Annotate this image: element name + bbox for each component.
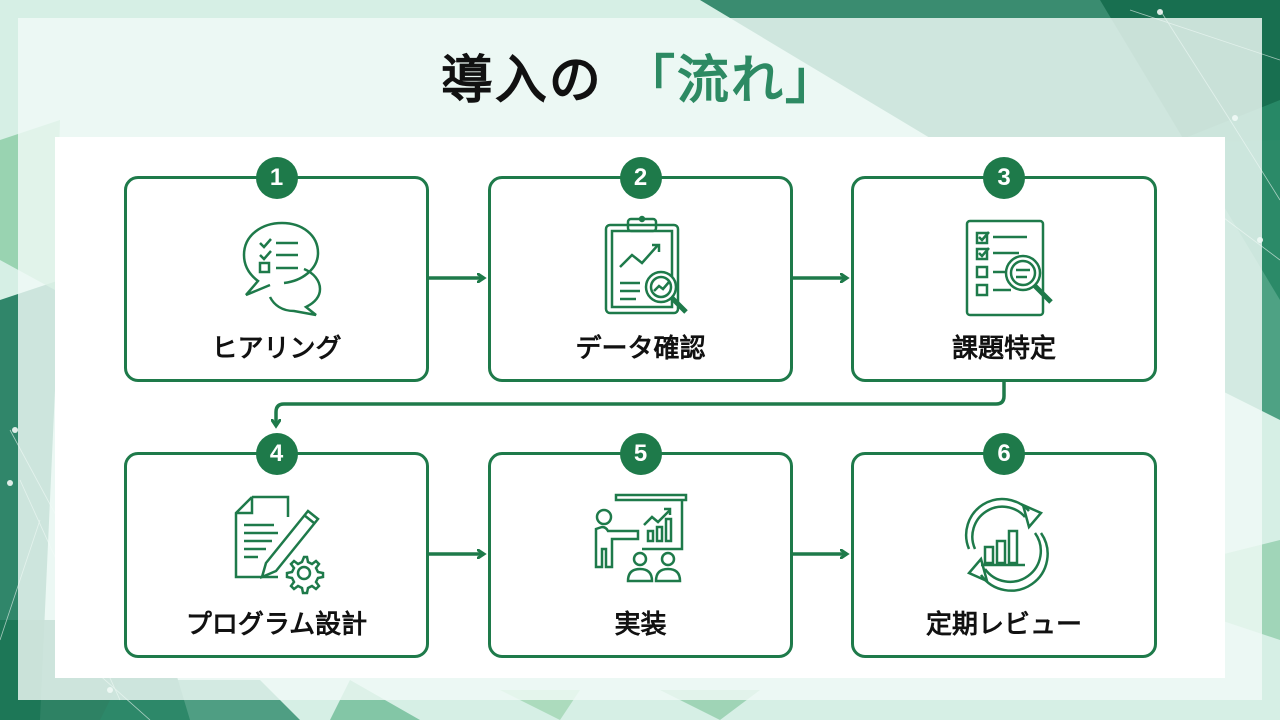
step-number-badge: 4 <box>255 433 298 475</box>
step-card-6: 6 定期レビュー <box>851 433 1157 658</box>
document-pencil-gear-icon <box>234 495 324 595</box>
step-number-badge: 5 <box>619 433 662 475</box>
step-number-badge: 1 <box>255 157 298 199</box>
clipboard-chart-magnifier-icon <box>604 215 688 315</box>
step-label: プログラム設計 <box>185 610 368 640</box>
step-card-3: 3 課題特定 <box>851 157 1157 382</box>
title-main: 導入の <box>440 51 603 111</box>
cycle-bar-chart-icon <box>964 497 1049 592</box>
presentation-audience-icon <box>594 493 687 583</box>
step-card-4: 4 プログラム設計 <box>124 433 429 658</box>
step-card-5: 5 実装 <box>488 433 793 658</box>
step-label: データ確認 <box>575 334 706 364</box>
step-card-2: 2 データ確認 <box>488 157 793 382</box>
page-title: 導入の 「流れ」 <box>0 38 1280 113</box>
step-label: ヒアリング <box>211 334 342 364</box>
step-number-badge: 6 <box>983 433 1025 475</box>
chat-checklist-icon <box>242 221 321 317</box>
step-label: 定期レビュー <box>925 610 1082 640</box>
step-label: 課題特定 <box>951 334 1056 364</box>
step-label: 実装 <box>614 610 667 640</box>
step-number-badge: 3 <box>983 157 1025 199</box>
title-accent: 「流れ」 <box>623 51 840 111</box>
step-number-badge: 2 <box>619 157 662 199</box>
checklist-magnifier-icon <box>965 219 1053 317</box>
step-card-1: 1 ヒアリング <box>124 157 429 382</box>
